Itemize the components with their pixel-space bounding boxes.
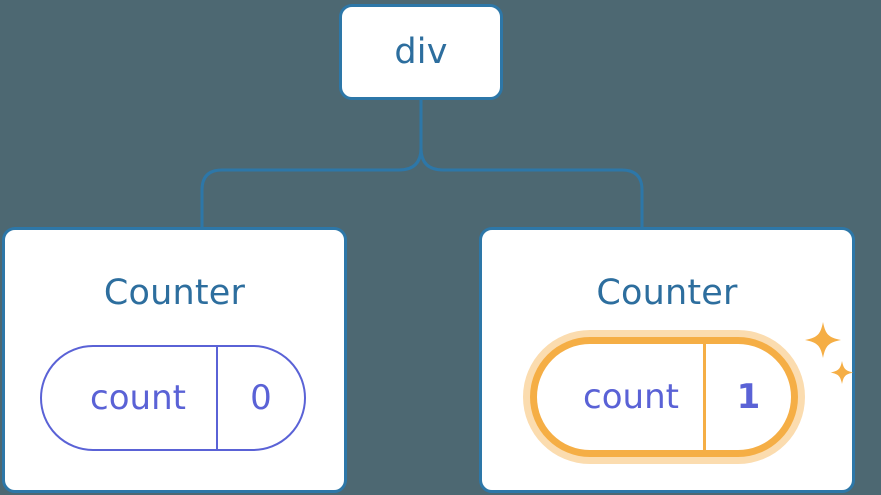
- component-title: Counter: [596, 273, 738, 313]
- state-pill-right[interactable]: count 1: [523, 330, 805, 464]
- state-key-label: count: [583, 377, 679, 417]
- state-value-label: 0: [216, 347, 304, 449]
- root-node-label: div: [394, 31, 448, 72]
- state-pill-highlight-ring: count 1: [530, 337, 798, 457]
- state-key-label: count: [90, 378, 186, 418]
- component-title: Counter: [103, 273, 246, 313]
- state-value-label: 1: [703, 344, 791, 450]
- state-pill-body: count 1: [537, 344, 791, 450]
- root-node-div[interactable]: div: [339, 4, 503, 100]
- state-pill-left[interactable]: count 0: [40, 345, 306, 451]
- state-pill-body: count 0: [40, 345, 306, 451]
- state-pill-highlight-glow: count 1: [523, 330, 805, 464]
